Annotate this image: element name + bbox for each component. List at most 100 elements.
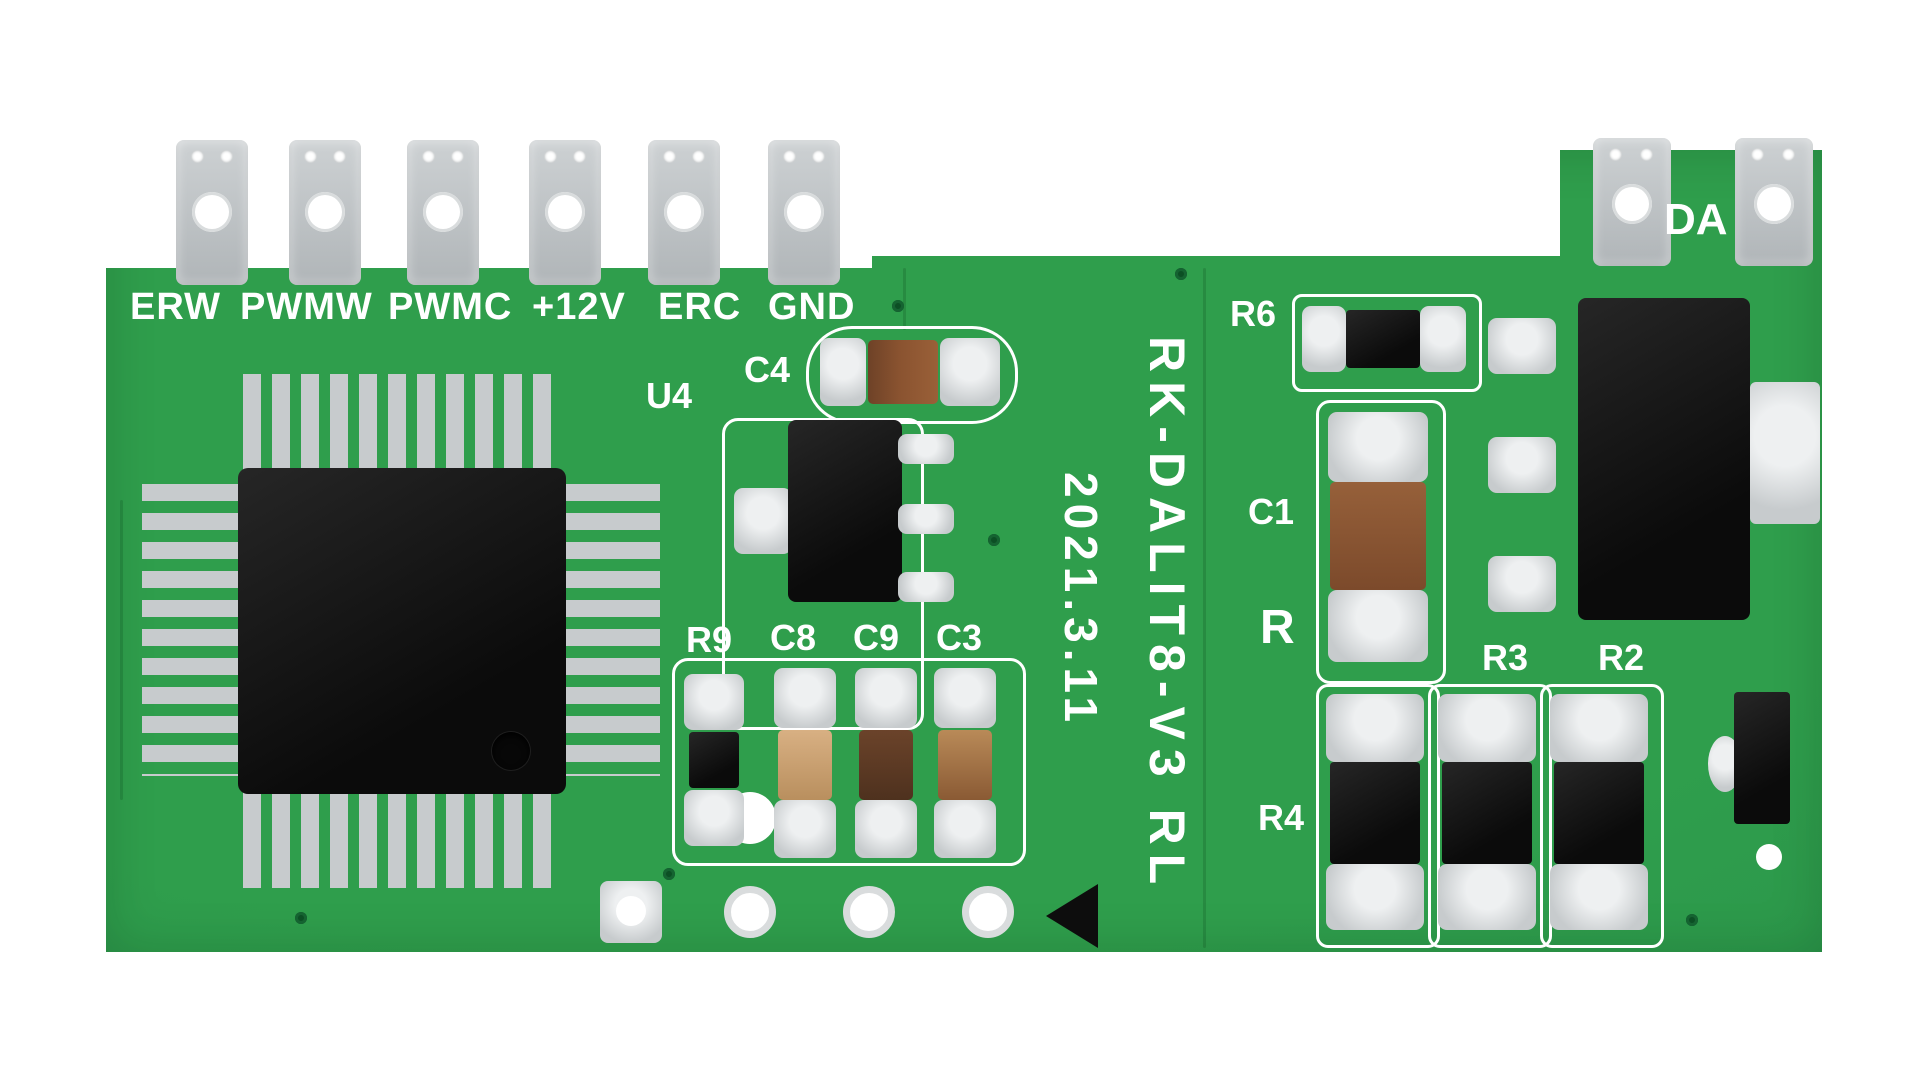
r6-pad [1302, 306, 1346, 372]
via-hole [988, 534, 1000, 546]
terminal-tab-12v [529, 140, 601, 285]
c9-capacitor-body [859, 730, 913, 800]
c1-silkscreen-outline [1316, 400, 1446, 684]
terminal-hole [220, 150, 233, 163]
component-label-r4: R4 [1258, 797, 1305, 838]
terminal-label-gnd: GND [768, 286, 856, 328]
terminal-hole [333, 150, 346, 163]
terminal-hole [1782, 148, 1795, 161]
terminal-hole [663, 150, 676, 163]
terminal-hole [1754, 184, 1794, 224]
component-label-c1: C1 [1248, 491, 1295, 532]
component-label-u4: U4 [646, 375, 693, 416]
terminal-tab-pwmc [407, 140, 479, 285]
terminal-hole [304, 150, 317, 163]
qfp-pins-left [142, 484, 238, 776]
c4-pad [940, 338, 1000, 406]
via-hole [892, 300, 904, 312]
terminal-hole [573, 150, 586, 163]
r6-silkscreen-outline [1292, 294, 1482, 392]
r6-pad [1420, 306, 1466, 372]
terminal-hole [191, 150, 204, 163]
component-label-r6: R6 [1230, 293, 1277, 334]
via-hole [1175, 268, 1187, 280]
component-label-c9: C9 [853, 617, 900, 658]
power-ic-pad [1488, 556, 1556, 612]
r2-resistor-body [1554, 762, 1644, 864]
c9-pad [855, 800, 917, 858]
component-label-c8: C8 [770, 617, 817, 658]
r3-resistor-body [1442, 762, 1532, 864]
marking-model: RK-DALIT8-V3 RL [1139, 336, 1195, 894]
terminal-hole [545, 192, 585, 232]
u4-pad [734, 488, 792, 554]
terminal-hole [1751, 148, 1764, 161]
u4-pad [898, 434, 954, 464]
terminal-tab-erw [176, 140, 248, 285]
component-label-r: R [1260, 601, 1295, 654]
c3-pad [934, 668, 996, 728]
copper-trace [1203, 268, 1206, 948]
terminal-hole [1640, 148, 1653, 161]
c8-pad [774, 668, 836, 728]
c1-pad [1328, 412, 1428, 482]
component-label-c3: C3 [936, 617, 983, 658]
c4-capacitor-body [868, 340, 938, 404]
terminal-hole [783, 150, 796, 163]
via-hole [1686, 914, 1698, 926]
r9-resistor-body [689, 732, 739, 788]
c3-capacitor-body [938, 730, 992, 800]
power-ic-tab-pad [1750, 382, 1820, 524]
terminal-hole [784, 192, 824, 232]
terminal-tab-erc [648, 140, 720, 285]
terminal-label-pwmc: PWMC [388, 286, 513, 328]
terminal-label-erw: ERW [130, 286, 221, 328]
via-hole [295, 912, 307, 924]
terminal-hole [664, 192, 704, 232]
plated-hole [843, 886, 895, 938]
qfp-marker-dot [492, 732, 530, 770]
terminal-hole [692, 150, 705, 163]
terminal-tab-da-right [1735, 138, 1813, 266]
terminal-hole [544, 150, 557, 163]
terminal-hole [1609, 148, 1622, 161]
marking-date: 2021.3.11 [1055, 472, 1107, 729]
r3-pad [1438, 694, 1536, 762]
r4-pad [1326, 864, 1424, 930]
power-ic-pad [1488, 437, 1556, 493]
r2-silkscreen-outline [1540, 684, 1664, 948]
terminal-label-da: DA [1664, 195, 1728, 244]
r3-silkscreen-outline [1428, 684, 1552, 948]
plated-hole [616, 896, 646, 926]
terminal-hole [305, 192, 345, 232]
qfp-pins-right [564, 484, 660, 776]
c9-pad [855, 668, 917, 728]
qfp-pins-bottom [243, 792, 557, 888]
terminal-hole [451, 150, 464, 163]
component-label-r9: R9 [686, 619, 733, 660]
terminal-tab-da-left [1593, 138, 1671, 266]
power-ic-body [1578, 298, 1750, 620]
plated-hole [1756, 844, 1782, 870]
r9-pad [684, 674, 744, 730]
r2-pad [1550, 694, 1648, 762]
r9-pad [684, 790, 744, 846]
passives-group-outline [672, 658, 1026, 866]
r3-pad [1438, 864, 1536, 930]
component-label-r2: R2 [1598, 637, 1645, 678]
terminal-label-12v: +12V [532, 286, 626, 328]
copper-trace [903, 268, 906, 330]
c4-silkscreen-outline [806, 326, 1018, 424]
copper-trace [120, 500, 123, 800]
u4-chip-body [788, 420, 902, 602]
via-hole [663, 868, 675, 880]
r4-resistor-body [1330, 762, 1420, 864]
r2-pad [1550, 864, 1648, 930]
terminal-tab-gnd [768, 140, 840, 285]
u4-pad [898, 504, 954, 534]
component-label-c4: C4 [744, 349, 791, 390]
terminal-hole [192, 192, 232, 232]
c8-capacitor-body [778, 730, 832, 800]
plated-hole [724, 886, 776, 938]
